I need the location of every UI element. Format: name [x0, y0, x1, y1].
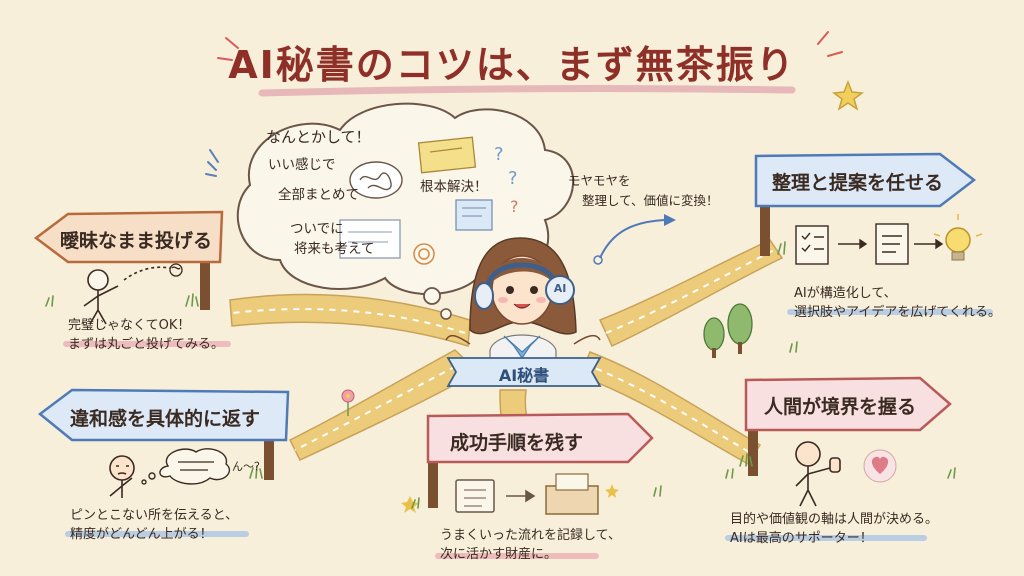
blue-spark-marks	[205, 149, 219, 177]
arrow-right-icon-2	[838, 238, 868, 250]
flower-icon	[341, 389, 355, 416]
sign-delegate-caption-1: AIが構造化して、	[794, 286, 897, 301]
sign-vague-caption-1: 完璧じゃなくてOK！	[68, 318, 191, 333]
thought-line-5: 将来も考えて	[294, 241, 375, 257]
feedback-hmm: ん～？	[232, 460, 265, 473]
moyamoya-line-2: 整理して、価値に変換！	[582, 193, 719, 208]
stop-hand-person-icon	[795, 441, 841, 507]
storage-box-icon	[545, 473, 599, 515]
thought-bubble-dot-large	[423, 287, 441, 305]
lightbulb-icon	[933, 214, 983, 261]
sign-feedback-board	[37, 388, 290, 480]
notebook-icon	[455, 479, 495, 513]
page-title: AI秘書のコツは、まず無茶振り	[228, 43, 796, 87]
tangled-ball-icon	[169, 263, 183, 277]
sign-vague-caption-2: まずは丸ごと投げてみる。	[68, 337, 225, 352]
thinking-person-icon	[109, 455, 135, 498]
tangle-doodle-icon	[349, 161, 403, 199]
svg-text:?: ?	[494, 144, 504, 165]
sign-feedback-caption-1: ピンとこない所を伝えると、	[70, 508, 239, 523]
speech-bubble-icon	[141, 448, 231, 485]
ai-badge: AI	[553, 282, 567, 295]
question-marks: ??	[494, 144, 518, 189]
chart-doodle-icon	[455, 199, 493, 231]
svg-text:?: ?	[508, 168, 518, 189]
sign-feedback-label: 違和感を具体的に返す	[70, 408, 261, 430]
thought-line-3: 全部まとめて	[278, 187, 359, 203]
sticky-note-icon	[417, 136, 477, 174]
thought-bubble-dot-small	[440, 308, 452, 320]
title-underline	[258, 85, 796, 97]
document-doodle-icon	[339, 219, 401, 259]
caption-highlights	[63, 309, 993, 559]
thought-bubble-cloud	[236, 102, 575, 296]
question-mark-red: ?	[510, 197, 519, 216]
center-ribbon	[446, 357, 602, 387]
sign-boundary-caption-1: 目的や価値観の軸は人間が決める。	[730, 512, 939, 527]
heart-icon	[863, 449, 897, 483]
moyamoya-line-1: モヤモヤを	[568, 173, 631, 188]
small-sparkle-icons	[401, 484, 619, 513]
sign-boundary-caption-2: AIは最高のサポーター！	[730, 531, 873, 546]
center-label: AI秘書	[498, 366, 550, 385]
document-icon	[875, 223, 909, 265]
grass-tufts	[45, 241, 956, 509]
sign-feedback-caption-2: 精度がどんどん上がる！	[70, 527, 213, 542]
sign-delegate-caption-2: 選択肢やアイデアを広げてくれる。	[794, 305, 1001, 320]
arrow-right-icon	[506, 489, 536, 503]
sign-record-caption-2: 次に活かす財産に。	[440, 547, 558, 562]
sign-delegate-board	[754, 152, 977, 256]
thought-line-2: いい感じで	[268, 157, 336, 173]
sign-record-label: 成功手順を残す	[450, 432, 584, 454]
thought-line-4: ついでに	[290, 221, 344, 237]
throwing-person-icon	[83, 266, 171, 325]
title-sparkle-marks	[217, 31, 843, 61]
star-icon	[832, 79, 864, 111]
sign-record-board	[426, 412, 654, 508]
sign-delegate-label: 整理と提案を任せる	[772, 172, 944, 194]
tree-icons	[703, 303, 753, 358]
sign-vague-board	[33, 210, 224, 310]
moyamoya-arrow	[599, 219, 665, 259]
sign-boundary-label: 人間が境界を握る	[764, 396, 917, 418]
sign-record-caption-1: うまくいった流れを記録して、	[440, 528, 621, 543]
arrow-right-icon-3	[914, 238, 944, 250]
checklist-icon	[795, 225, 829, 265]
sign-vague-label: 曖昧なまま投げる	[60, 230, 213, 252]
thought-line-1: なんとかして！	[266, 128, 371, 146]
thought-side-note: 根本解決！	[420, 179, 488, 195]
sign-boundary-board	[744, 376, 952, 476]
spiral-doodle-icon	[413, 243, 435, 265]
